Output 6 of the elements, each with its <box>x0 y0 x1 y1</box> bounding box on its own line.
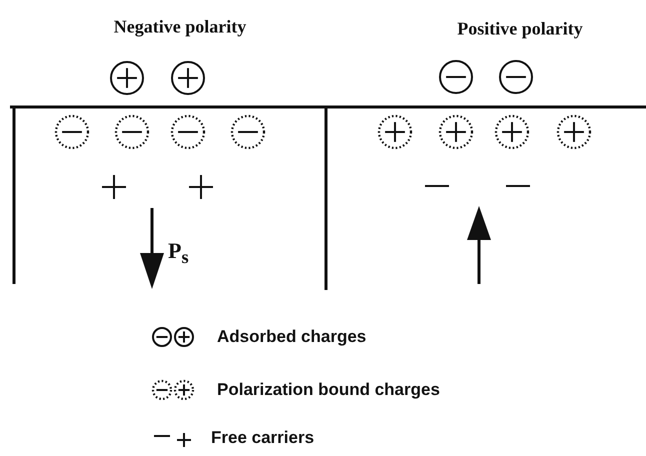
legend-text: Adsorbed charges <box>217 327 366 347</box>
panel-title: Negative polarity <box>114 16 246 38</box>
legend-text: Free carriers <box>211 428 314 448</box>
legend-text: Polarization bound charges <box>217 380 440 400</box>
panel-title: Positive polarity <box>457 18 583 40</box>
polarization-label: P$_{s}$ <box>168 238 189 268</box>
